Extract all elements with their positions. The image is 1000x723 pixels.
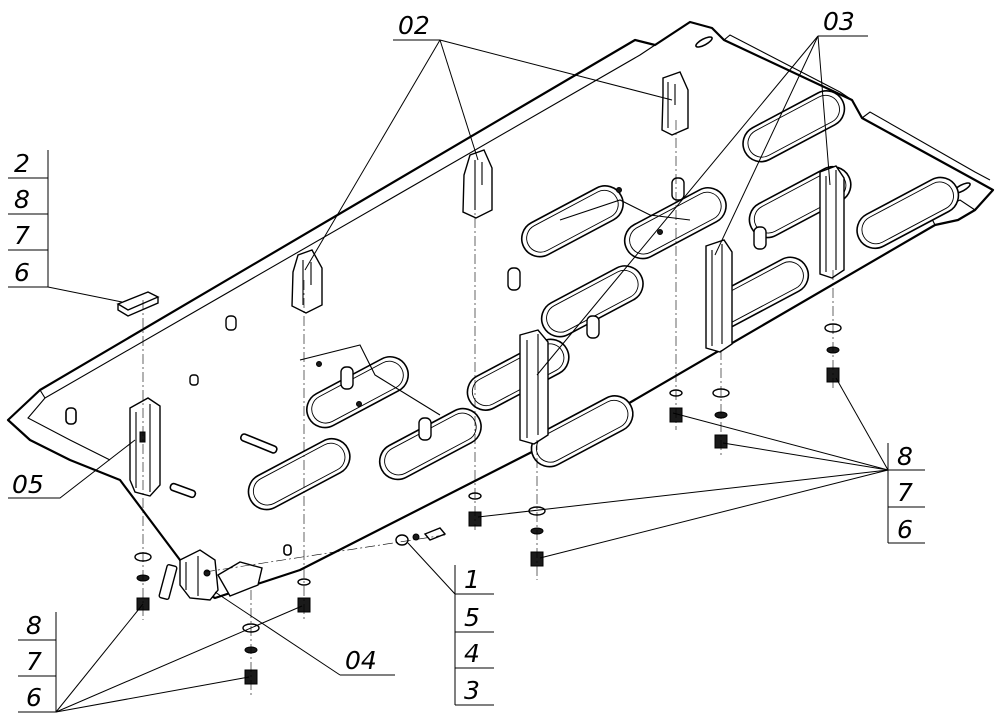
stack-center-bottom-3: 4	[464, 639, 480, 668]
callout-03: 03	[823, 7, 855, 36]
bracket-03-c	[519, 329, 549, 445]
leader-lines	[8, 35, 889, 713]
bracket-04	[179, 549, 263, 601]
plate-part-2	[116, 291, 160, 317]
stack-left-top-3: 7	[14, 221, 30, 250]
plate-outline	[6, 20, 995, 600]
bracket-05	[129, 397, 161, 497]
stack-left-top-4: 6	[14, 258, 30, 287]
label-stack-left-top	[8, 150, 49, 288]
stack-right-mid-2: 7	[897, 478, 913, 507]
stack-center-bottom-1: 1	[464, 565, 480, 594]
side-hole	[65, 407, 77, 425]
bracket-02-a	[661, 71, 689, 136]
rear-tabs	[723, 34, 991, 181]
skid-plate	[6, 20, 995, 600]
stack-right-mid-3: 6	[897, 515, 913, 544]
label-stack-center-bottom	[454, 565, 494, 706]
bracket-03-a	[819, 165, 845, 279]
callout-02: 02	[398, 11, 430, 40]
label-stack-right-mid	[887, 443, 925, 544]
callout-04: 04	[345, 646, 377, 675]
bracket-03-b	[705, 239, 733, 353]
small-hole	[283, 544, 292, 556]
stack-left-bottom-2: 7	[26, 647, 42, 676]
stack-left-top-1: 2	[14, 149, 30, 178]
stack-center-bottom-2: 5	[464, 603, 480, 632]
center-lines	[142, 120, 834, 695]
stack-left-top-2: 8	[14, 185, 30, 214]
label-stack-left-bottom	[18, 612, 57, 713]
stack-left-bottom-3: 6	[26, 683, 42, 712]
flange-slot-2	[239, 433, 278, 454]
callout-05: 05	[12, 470, 44, 499]
stack-center-bottom-4: 3	[464, 676, 480, 705]
rear-hole-1	[695, 36, 713, 48]
bracket-02-b	[462, 149, 493, 219]
flange-slot	[169, 482, 197, 499]
stack-right-mid-1: 8	[897, 442, 913, 471]
bracket-02-c	[291, 249, 323, 314]
stack-left-bottom-1: 8	[26, 611, 42, 640]
plate-flange	[27, 44, 656, 461]
